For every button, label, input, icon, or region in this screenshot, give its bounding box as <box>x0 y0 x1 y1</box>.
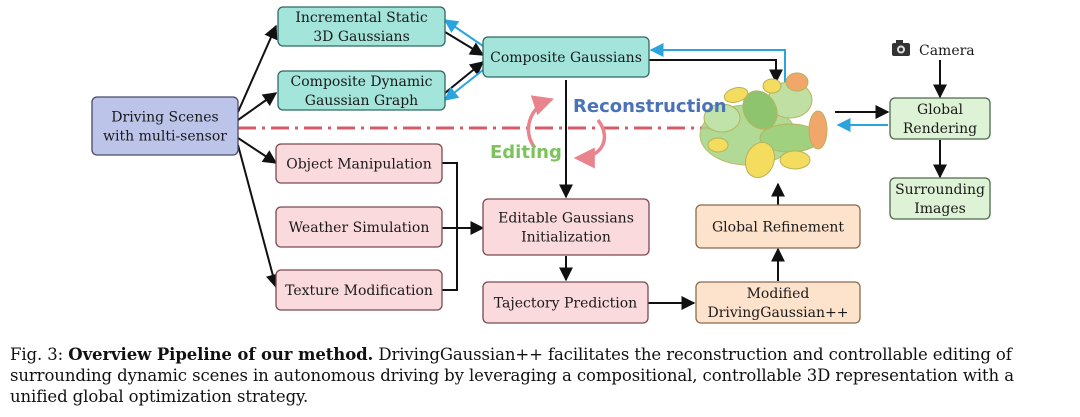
node-box <box>695 281 861 324</box>
edge-driving-to-static <box>237 24 278 113</box>
node-global-refinement: Global Refinement <box>695 204 861 249</box>
node-composite-gaussians: Composite Gaussians <box>482 36 650 78</box>
node-weather-simulation: Weather Simulation <box>275 206 443 248</box>
node-label: Object Manipulation <box>286 157 432 173</box>
camera-label: Camera <box>919 43 975 59</box>
node-box <box>889 177 991 220</box>
figure-caption: Fig. 3: Overview Pipeline of our method.… <box>10 344 1074 407</box>
feedback-gaussians-to-composite <box>649 43 786 82</box>
node-box <box>889 97 991 140</box>
node-label: Composite Dynamic <box>291 74 433 90</box>
pipeline-diagram: Camera Reconstruction Editing Driving Sc… <box>91 6 991 324</box>
node-label: Editable Gaussians <box>498 211 634 227</box>
camera-icon <box>892 40 910 56</box>
node-label: Driving Scenes <box>111 110 218 126</box>
node-box <box>695 204 861 249</box>
node-driving-scenes: Driving Scenes with multi-sensor <box>91 96 239 156</box>
node-incremental-static: Incremental Static 3D Gaussians <box>277 6 446 47</box>
reconstruction-label: Reconstruction <box>573 96 727 117</box>
node-label: Composite Gaussians <box>490 50 642 66</box>
caption-title: Overview Pipeline of our method. <box>68 345 374 364</box>
node-label: Images <box>914 201 966 217</box>
node-label: Global <box>917 102 963 118</box>
edge-driving-to-texture <box>237 144 280 289</box>
feedback-composite-to-dynamic <box>443 69 484 101</box>
node-box <box>482 198 650 256</box>
node-label: Rendering <box>903 121 977 137</box>
node-label: DrivingGaussian++ <box>708 305 849 321</box>
node-box <box>275 269 443 311</box>
edge-driving-to-dynamic <box>237 92 278 121</box>
node-label: Global Refinement <box>712 220 844 236</box>
feedback-composite-to-static <box>443 19 484 47</box>
node-label: Modified <box>747 286 810 302</box>
node-label: Texture Modification <box>285 283 433 299</box>
node-label: Weather Simulation <box>289 220 430 236</box>
node-box <box>277 70 446 111</box>
node-label: with multi-sensor <box>103 129 227 145</box>
node-box <box>275 143 443 184</box>
node-label: Initialization <box>521 230 611 246</box>
edge-composite-to-render <box>649 59 783 84</box>
gaussian-blob-icon <box>699 72 828 179</box>
node-trajectory-prediction: Tajectory Prediction <box>482 281 649 324</box>
node-label: Tajectory Prediction <box>494 296 637 312</box>
node-texture-modification: Texture Modification <box>275 269 443 311</box>
caption-fig-label: Fig. 3: <box>10 345 64 364</box>
editing-label: Editing <box>490 142 562 163</box>
node-label: Gaussian Graph <box>305 93 418 109</box>
node-label: Incremental Static <box>295 10 428 26</box>
node-box <box>91 96 239 156</box>
node-box <box>482 36 650 78</box>
edge-dynamic-to-composite <box>444 61 485 94</box>
edge-static-to-composite <box>444 31 485 56</box>
node-box <box>277 6 446 47</box>
node-box <box>482 281 649 324</box>
cycle-arrow-left <box>526 95 554 150</box>
node-object-manipulation: Object Manipulation <box>275 143 443 184</box>
node-label: Surrounding <box>895 182 985 198</box>
node-box <box>275 206 443 248</box>
caption-body: DrivingGaussian++ facilitates the recons… <box>10 345 1014 406</box>
node-label: 3D Gaussians <box>313 29 410 45</box>
cycle-arrow-right <box>573 118 607 169</box>
edge-driving-to-object <box>237 137 278 164</box>
edge-object-bracket <box>442 162 458 291</box>
